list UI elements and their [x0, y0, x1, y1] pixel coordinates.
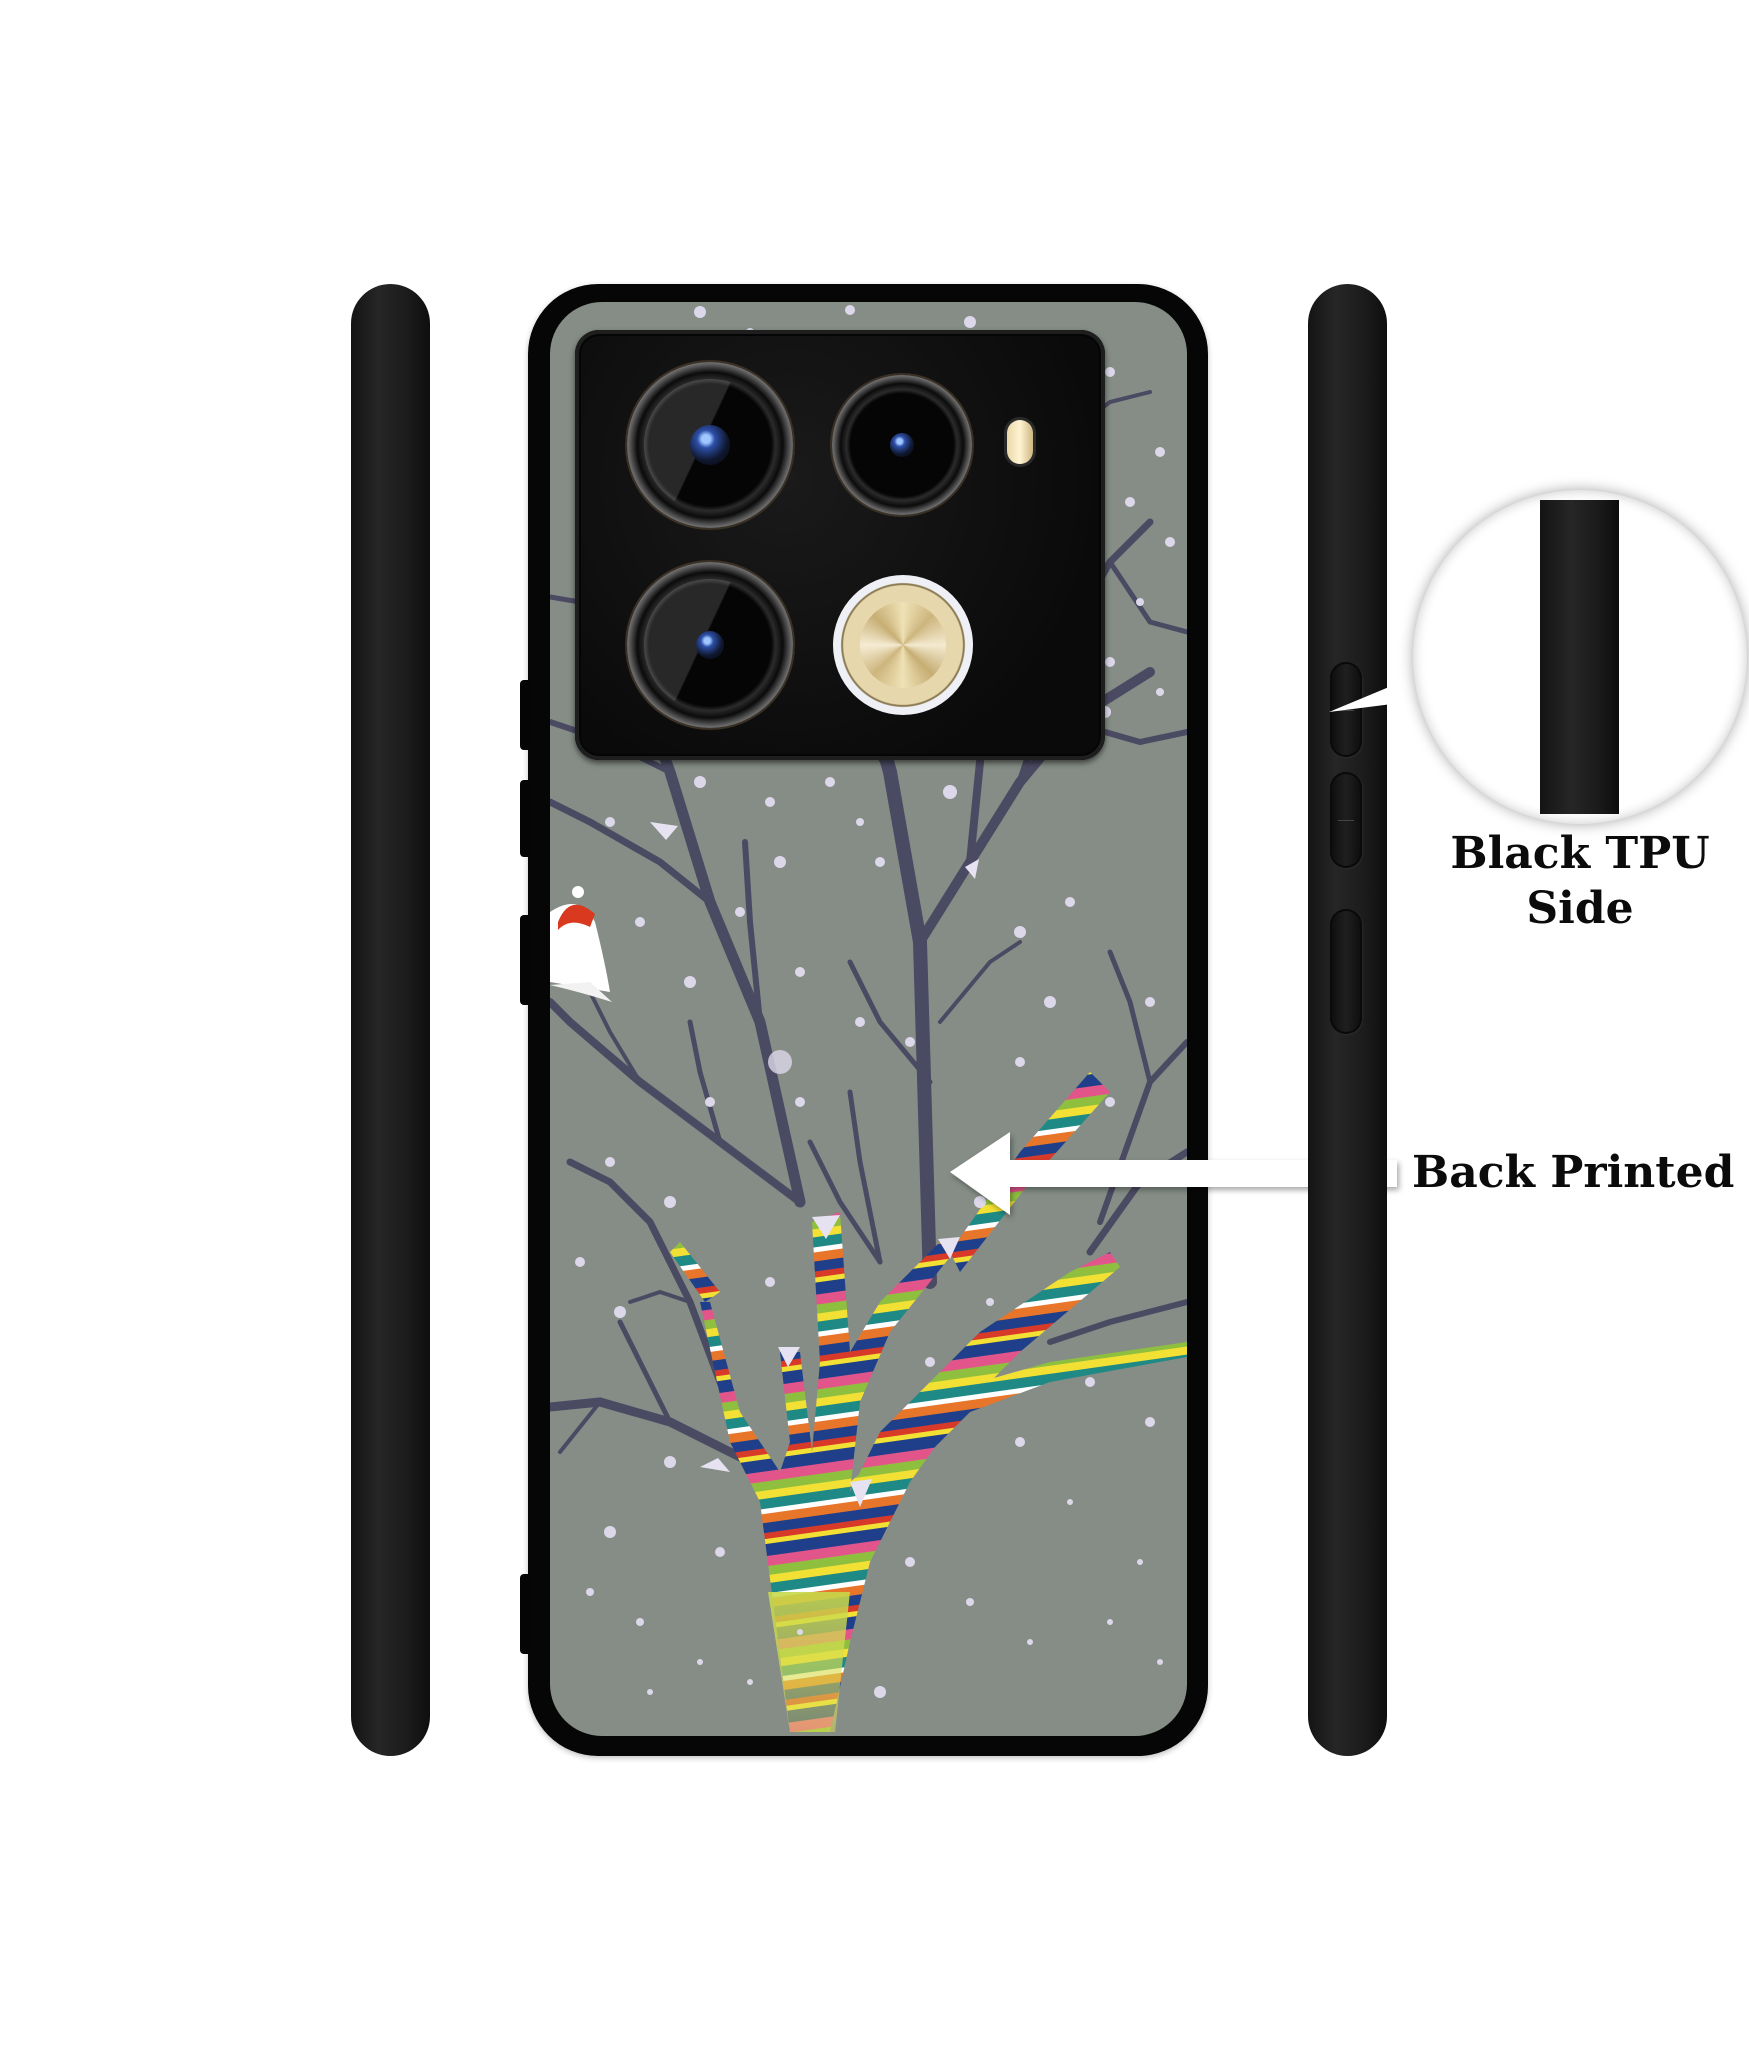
side-label-line2: Side	[1526, 883, 1634, 934]
side-volume-button-2	[1330, 772, 1362, 868]
case-button-1	[520, 680, 530, 750]
main-camera-lens	[627, 362, 793, 528]
bird-illustration	[550, 886, 612, 1002]
case-button-2	[520, 780, 530, 857]
back-printed-label: Back Printed	[1412, 1147, 1735, 1198]
arrow-left-icon	[950, 1132, 1397, 1215]
case-button-4	[520, 1574, 530, 1654]
phone-case-back	[520, 284, 1208, 1756]
left-side-profile	[351, 284, 430, 1756]
led-flash	[1007, 420, 1033, 464]
right-side-profile	[1308, 284, 1387, 1756]
printed-design-area	[550, 302, 1187, 1736]
side-power-button	[1330, 909, 1362, 1034]
secondary-camera-lens	[832, 375, 972, 515]
third-camera-lens	[627, 562, 793, 728]
callout-pointer	[1329, 670, 1440, 712]
tree-artwork	[550, 305, 1187, 1732]
tpu-side-closeup	[1540, 500, 1619, 814]
magnifier-callout-icon	[1413, 490, 1747, 824]
side-label-line1: Black TPU	[1450, 828, 1710, 879]
ring-flash	[833, 575, 973, 715]
case-button-3	[520, 915, 530, 1005]
camera-module	[575, 330, 1105, 760]
